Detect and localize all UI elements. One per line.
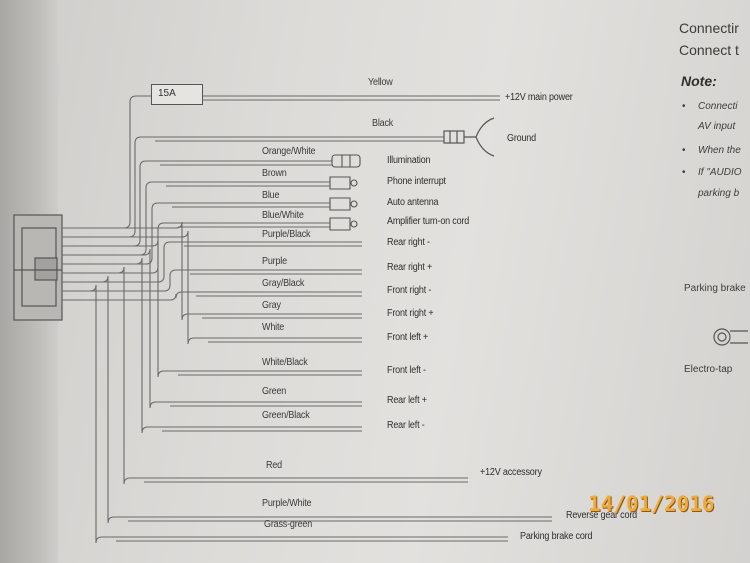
wire-color-label-brown: Brown	[262, 168, 287, 179]
wire-function-label-blue-white: Amplifier turn-on cord	[387, 216, 470, 227]
harness-connector	[13, 214, 63, 321]
wire-grass-green	[62, 284, 508, 544]
bullet-connector-icon	[329, 217, 358, 231]
wire-function-label-black: Ground	[507, 133, 536, 144]
wire-green	[62, 248, 362, 409]
bullet-dot: •	[682, 101, 686, 112]
wire-function-label-white: Front left +	[387, 332, 429, 343]
wire-color-label-purple: Purple	[262, 256, 287, 267]
wire-color-label-black: Black	[372, 118, 394, 129]
wire-purple-black	[62, 241, 362, 283]
section-title-line1: Connectir	[679, 20, 739, 36]
bullet-connector-icon	[329, 176, 358, 190]
wire-yellow	[62, 95, 500, 229]
wire-function-label-purple: Rear right +	[387, 262, 433, 273]
fuse-label: 15A	[158, 88, 176, 99]
wire-color-label-white: White	[262, 322, 285, 333]
wire-purple-white	[62, 275, 552, 524]
wire-color-label-grass-green: Grass-green	[264, 519, 313, 530]
wire-color-label-yellow: Yellow	[368, 77, 393, 88]
bullet-dot: •	[682, 145, 686, 156]
wire-color-label-purple-white: Purple/White	[262, 498, 312, 509]
fuse-box	[151, 84, 203, 105]
wire-color-label-green: Green	[262, 386, 287, 397]
wire-function-label-gray-black: Front right -	[387, 285, 432, 296]
wire-color-label-red: Red	[266, 460, 282, 471]
section-title-line2: Connect t	[679, 42, 739, 58]
bullet-3-line2: parking b	[698, 188, 740, 199]
wire-color-label-blue: Blue	[262, 190, 280, 201]
wire-function-label-gray: Front right +	[387, 308, 434, 319]
wire-function-label-green-black: Rear left -	[387, 420, 425, 431]
wire-function-label-yellow: +12V main power	[505, 92, 573, 103]
wire-white-black	[62, 239, 362, 378]
wire-red	[62, 266, 468, 485]
wire-function-label-brown: Phone interrupt	[387, 176, 446, 187]
parking-brake-label: Parking brake	[684, 283, 746, 294]
bullet-1-line1: Connecti	[698, 101, 738, 112]
wire-color-label-gray-black: Gray/Black	[262, 278, 305, 289]
wire-function-label-green: Rear left +	[387, 395, 427, 406]
wire-green-black	[62, 257, 362, 434]
bullet-3-line1: If "AUDIO	[698, 167, 742, 178]
wire-function-label-blue: Auto antenna	[387, 197, 439, 208]
wire-color-label-green-black: Green/Black	[262, 410, 310, 421]
wire-function-label-orange-white: Illumination	[387, 155, 431, 166]
wire-color-label-purple-black: Purple/Black	[262, 229, 311, 240]
illumination-connector-icon	[331, 154, 361, 168]
wire-function-label-white-black: Front left -	[387, 365, 426, 376]
ground-terminal-icon	[443, 117, 495, 157]
wire-function-label-grass-green: Parking brake cord	[520, 531, 593, 542]
wire-function-label-purple-white: Reverse gear cord	[566, 510, 637, 521]
wire-gray-black	[62, 291, 362, 301]
wire-purple	[62, 269, 362, 292]
wire-blue	[62, 202, 330, 265]
wire-white	[62, 230, 362, 345]
photo-timestamp: 14/01/2016	[588, 492, 715, 516]
electro-tap-label: Electro-tap	[684, 364, 733, 375]
bullet-dot: •	[682, 167, 686, 178]
wire-color-label-orange-white: Orange/White	[262, 146, 316, 157]
wire-color-label-gray: Gray	[262, 300, 281, 311]
wire-gray	[62, 221, 362, 321]
bullet-1-line2: AV input	[698, 121, 736, 132]
note-heading: Note:	[681, 73, 717, 89]
bullet-connector-icon	[329, 197, 358, 211]
wire-function-label-red: +12V accessory	[480, 467, 542, 478]
wire-color-label-white-black: White/Black	[262, 357, 308, 368]
bullet-2-line1: When the	[698, 145, 741, 156]
electro-tap-icon	[713, 328, 748, 346]
wire-color-label-blue-white: Blue/White	[262, 210, 304, 221]
wire-function-label-purple-black: Rear right -	[387, 237, 430, 248]
